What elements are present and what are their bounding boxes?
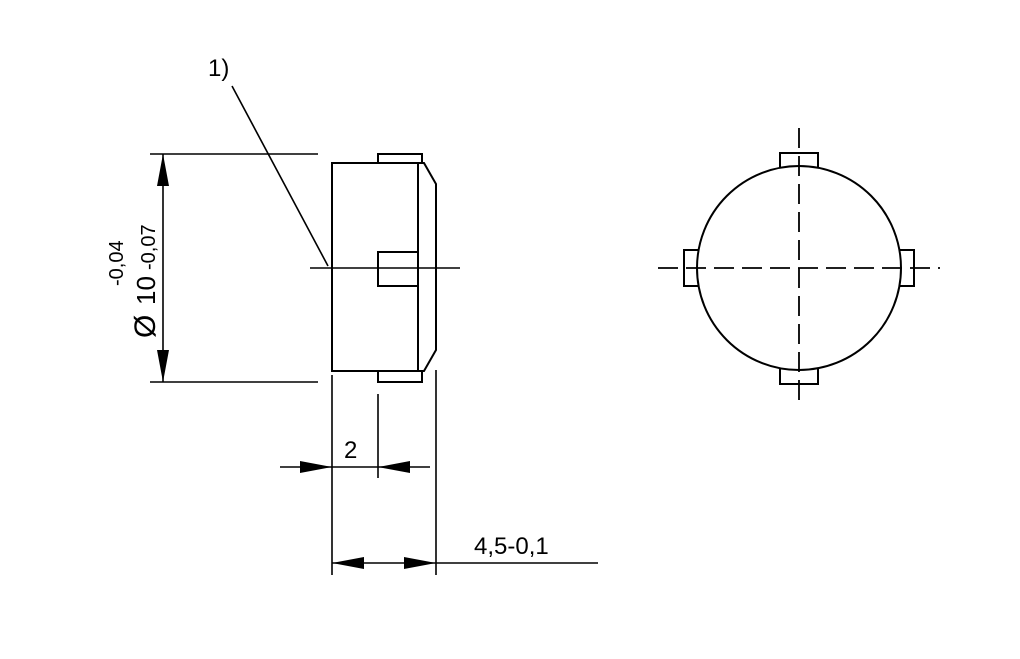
diameter-arrow-top xyxy=(157,154,169,186)
height-dim-label: 4,5-0,1 xyxy=(474,533,549,560)
diameter-label-group: Ø 10 -0,04 -0,07 xyxy=(106,224,162,338)
height-dimension xyxy=(332,370,598,575)
note-leader xyxy=(231,85,329,267)
height-arrow-left xyxy=(332,557,364,569)
note-ref-label: 1) xyxy=(208,55,229,82)
width-arrow-left xyxy=(300,461,332,473)
side-chamfer xyxy=(418,162,437,372)
center-tab xyxy=(377,251,418,287)
diameter-symbol: Ø xyxy=(129,315,162,338)
side-body xyxy=(331,162,419,372)
height-arrow-right xyxy=(404,557,436,569)
bottom-tab xyxy=(377,371,423,383)
tolerance-lower: -0,07 xyxy=(138,224,160,270)
width-arrow-right xyxy=(378,461,410,473)
width-dim-label: 2 xyxy=(344,437,357,464)
front-view xyxy=(658,128,940,408)
diameter-arrow-bottom xyxy=(157,350,169,382)
width-dimension xyxy=(280,375,430,575)
tolerance-upper: -0,04 xyxy=(106,240,128,286)
diameter-value: 10 xyxy=(131,276,161,305)
diameter-dimension xyxy=(150,153,318,383)
side-view xyxy=(231,85,460,383)
top-tab xyxy=(377,153,423,163)
